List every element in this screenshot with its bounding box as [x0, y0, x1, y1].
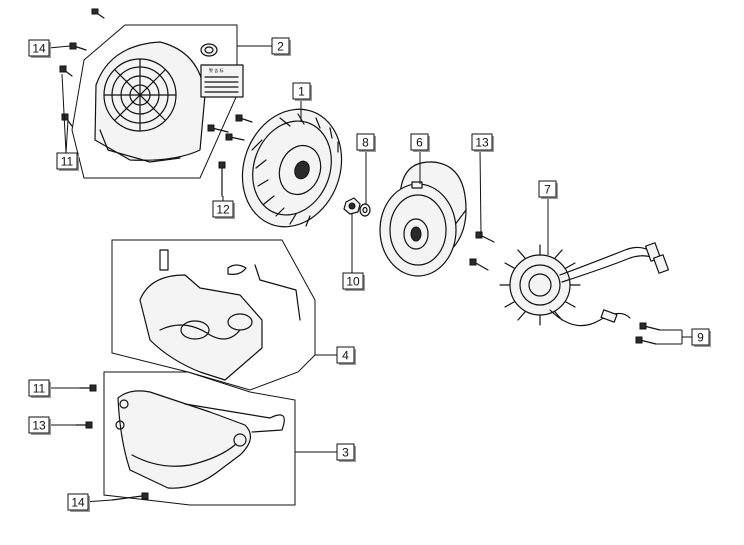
callout-number: 10 — [346, 275, 360, 289]
callout-box — [28, 416, 50, 434]
bolt-11-lower — [61, 113, 73, 127]
callout-number: 1 — [298, 85, 305, 99]
leader-11a — [61, 73, 67, 154]
callout-number: 4 — [342, 349, 349, 363]
fan-cover-part: 警 告 标 — [94, 41, 244, 163]
upper-shroud-part — [139, 249, 301, 381]
bolt-13-lower-left — [75, 421, 93, 429]
svg-text:警 告 标: 警 告 标 — [209, 67, 224, 73]
callout-box — [410, 133, 429, 151]
bolt-14-top — [91, 8, 105, 19]
callout-c8: 8 — [356, 133, 376, 152]
callout-number: 14 — [71, 496, 85, 510]
callout-box — [336, 346, 355, 364]
stator-part — [499, 242, 670, 327]
bolt-13-lower — [469, 258, 489, 271]
callout-c11a: 11 — [56, 152, 79, 171]
callout-box — [212, 200, 234, 218]
callout-number: 9 — [697, 331, 704, 345]
callout-number: 12 — [216, 203, 230, 217]
callout-box — [691, 328, 710, 346]
callout-c14b: 14 — [67, 493, 90, 512]
callout-c1: 1 — [292, 82, 312, 101]
washer-8-part — [359, 203, 371, 217]
callout-box — [538, 180, 557, 198]
callout-number: 11 — [61, 155, 74, 169]
flywheel-fan-part — [241, 108, 343, 228]
nut-10-part — [343, 197, 361, 215]
bolt-11-lower-left — [79, 384, 97, 392]
callout-number: 14 — [32, 42, 46, 56]
callout-box — [292, 82, 311, 100]
callout-c12: 12 — [212, 200, 235, 219]
fan-cover-group-outline — [71, 24, 238, 179]
callout-box — [271, 37, 290, 55]
bolt-12-set — [207, 114, 253, 197]
leader-13a — [479, 149, 482, 235]
callout-number: 13 — [32, 419, 46, 433]
lower-shroud-part — [115, 390, 285, 489]
callout-number: 6 — [416, 136, 423, 150]
callout-number: 13 — [475, 136, 489, 150]
callout-box — [342, 272, 364, 290]
callout-box — [471, 133, 493, 151]
callout-c9: 9 — [691, 328, 711, 347]
callout-box — [356, 133, 375, 151]
callout-box — [56, 152, 78, 170]
callout-c3: 3 — [336, 443, 356, 462]
callout-c14a: 14 — [28, 39, 51, 58]
bolt-11-upper — [59, 65, 73, 77]
callout-c7: 7 — [538, 180, 558, 199]
callout-c2: 2 — [271, 37, 291, 56]
leader-14a — [48, 45, 71, 49]
bolt-14-bottom — [111, 492, 149, 501]
callout-c4: 4 — [336, 346, 356, 365]
callout-box — [28, 379, 50, 397]
screw-9-set — [635, 322, 661, 345]
callout-number: 11 — [33, 382, 46, 396]
callout-number: 8 — [362, 136, 369, 150]
callout-number: 3 — [342, 446, 349, 460]
callout-c11b: 11 — [28, 379, 51, 398]
bolt-13-upper — [475, 231, 495, 243]
callout-number: 7 — [544, 183, 551, 197]
callout-box — [67, 493, 89, 511]
callout-box — [28, 39, 50, 57]
callout-number: 2 — [277, 40, 284, 54]
leader-11a-b — [65, 119, 69, 154]
callout-c13a: 13 — [471, 133, 494, 152]
callout-c13b: 13 — [28, 416, 51, 435]
callout-box — [336, 443, 355, 461]
callout-c6: 6 — [410, 133, 430, 152]
shroud-group-outline — [111, 239, 316, 391]
rotor-part — [379, 161, 467, 277]
bolt-14-left — [69, 42, 87, 51]
callout-c10: 10 — [342, 272, 365, 291]
